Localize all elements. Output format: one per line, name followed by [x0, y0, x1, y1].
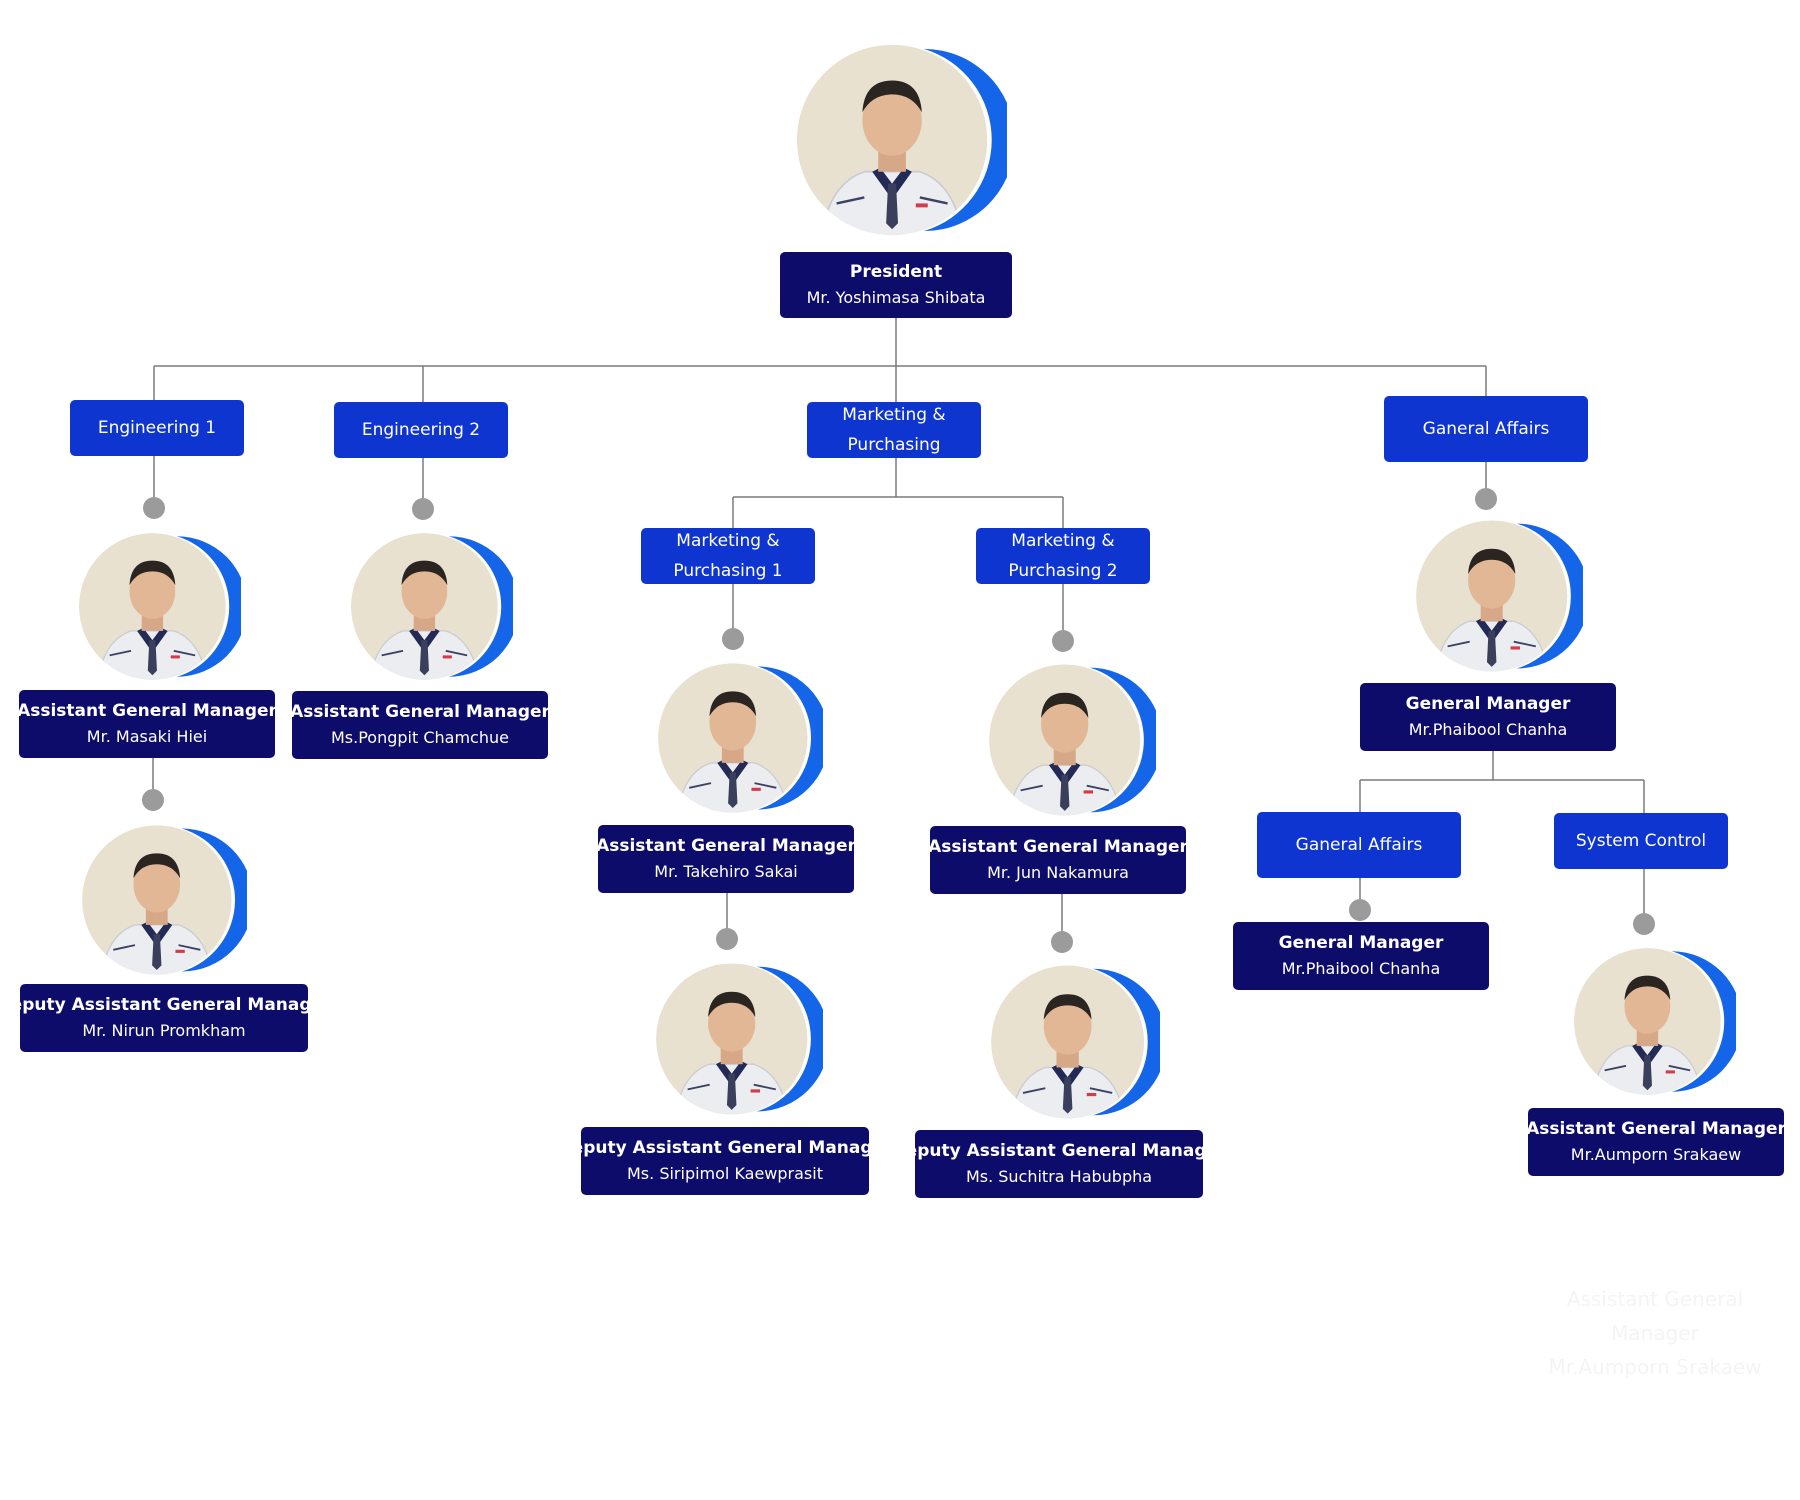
dept-marketing-purchasing-label: Marketing & Purchasing [842, 405, 946, 455]
connector-dot [1052, 630, 1074, 652]
person-portrait-icon [991, 965, 1160, 1119]
connector-dot [412, 498, 434, 520]
card-title: Assistant General Manager [290, 702, 550, 722]
card-siripimol-kaewprasit: Deputy Assistant General Manager Ms. Sir… [558, 1127, 892, 1195]
card-aumporn-srakaew: Assistant General Manager Mr.Aumporn Sra… [1526, 1108, 1786, 1176]
ghost-title: Assistant General Manager [1566, 1287, 1744, 1345]
card-title: Assistant General Manager [17, 701, 277, 721]
card-phaibool-chanha: General Manager Mr.Phaibool Chanha [1360, 683, 1616, 751]
connector-dot [716, 928, 738, 950]
person-portrait-icon [82, 825, 247, 975]
person-portrait-icon [1574, 948, 1736, 1095]
avatar-jun-nakamura [986, 659, 1156, 821]
card-name: Ms.Pongpit Chamchue [331, 728, 509, 747]
card-phaibool-chanha-sub: General Manager Mr.Phaibool Chanha [1233, 922, 1489, 990]
connector-dot [142, 789, 164, 811]
person-portrait-icon [989, 664, 1156, 816]
card-name: Mr. Masaki Hiei [86, 727, 208, 746]
ghost-name: Mr.Aumporn Srakaew [1548, 1355, 1762, 1379]
avatar-nirun-promkham [79, 820, 247, 980]
dept-general-affairs-sub: Ganeral Affairs [1257, 812, 1461, 878]
dept-general-affairs-label: Ganeral Affairs [1422, 419, 1550, 439]
avatar-pongpit-chamchue [348, 528, 513, 685]
person-portrait-icon [656, 963, 823, 1115]
card-takehiro-sakai: Assistant General Manager Mr. Takehiro S… [596, 825, 856, 893]
connector-dot [722, 628, 744, 650]
card-title: Assistant General Manager [1526, 1119, 1786, 1139]
person-portrait-icon [796, 44, 1007, 236]
dept-general-affairs: Ganeral Affairs [1384, 396, 1588, 462]
dept-marketing-purchasing: Marketing & Purchasing [807, 402, 981, 458]
avatar-siripimol-kaewprasit [653, 958, 823, 1120]
president-name: Mr. Yoshimasa Shibata [806, 288, 986, 307]
person-portrait-icon [351, 533, 513, 680]
card-name: Mr.Phaibool Chanha [1281, 959, 1441, 978]
connector-dot [1349, 899, 1371, 921]
card-suchitra-habubpha: Deputy Assistant General Manager Ms. Suc… [892, 1130, 1226, 1198]
card-name: Ms. Suchitra Habubpha [965, 1167, 1153, 1186]
dept-marketing-purchasing-1: Marketing & Purchasing 1 [641, 528, 815, 584]
avatar-aumporn-srakaew [1571, 943, 1736, 1100]
dept-general-affairs-sub-label: Ganeral Affairs [1295, 835, 1423, 855]
card-name: Mr. Jun Nakamura [987, 863, 1129, 882]
person-portrait-icon [1416, 520, 1583, 672]
card-name: Mr.Aumporn Srakaew [1570, 1145, 1742, 1164]
card-name: Ms. Siripimol Kaewprasit [627, 1164, 823, 1183]
card-title: Assistant General Manager [596, 836, 856, 856]
dept-marketing-purchasing-1-label: Marketing & Purchasing 1 [673, 531, 783, 581]
card-name: Mr. Takehiro Sakai [654, 862, 798, 881]
president-title: President [849, 262, 943, 282]
connector-dot [1475, 488, 1497, 510]
ghost-text: Assistant General Manager Mr.Aumporn Sra… [1520, 1282, 1790, 1384]
avatar-masaki-hiei [76, 528, 241, 685]
avatar-takehiro-sakai [655, 658, 823, 818]
dept-marketing-purchasing-2-label: Marketing & Purchasing 2 [1008, 531, 1118, 581]
dept-system-control: System Control [1554, 813, 1728, 869]
card-title: Deputy Assistant General Manager [891, 1141, 1227, 1161]
dept-engineering-1-label: Engineering 1 [97, 418, 217, 438]
connector-dot [1051, 931, 1073, 953]
dept-marketing-purchasing-2: Marketing & Purchasing 2 [976, 528, 1150, 584]
person-portrait-icon [658, 663, 823, 813]
card-pongpit-chamchue: Assistant General Manager Ms.Pongpit Cha… [290, 691, 550, 759]
dept-engineering-1: Engineering 1 [70, 400, 244, 456]
president-card: President Mr. Yoshimasa Shibata [780, 252, 1012, 318]
card-title: Deputy Assistant General Manager [0, 995, 332, 1015]
card-nirun-promkham: Deputy Assistant General Manager Mr. Nir… [0, 984, 331, 1052]
dept-engineering-2-label: Engineering 2 [361, 420, 481, 440]
connector-dot [143, 497, 165, 519]
card-jun-nakamura: Assistant General Manager Mr. Jun Nakamu… [928, 826, 1188, 894]
avatar-president [793, 37, 1007, 243]
card-masaki-hiei: Assistant General Manager Mr. Masaki Hie… [17, 690, 277, 758]
card-title: Deputy Assistant General Manager [557, 1138, 893, 1158]
dept-system-control-label: System Control [1575, 831, 1707, 851]
avatar-phaibool-chanha [1413, 515, 1583, 677]
card-title: General Manager [1278, 933, 1444, 953]
card-title: General Manager [1405, 694, 1571, 714]
dept-engineering-2: Engineering 2 [334, 402, 508, 458]
card-title: Assistant General Manager [928, 837, 1188, 857]
connector-dot [1633, 913, 1655, 935]
avatar-suchitra-habubpha [988, 960, 1160, 1124]
person-portrait-icon [79, 533, 241, 680]
card-name: Mr. Nirun Promkham [82, 1021, 246, 1040]
card-name: Mr.Phaibool Chanha [1408, 720, 1568, 739]
